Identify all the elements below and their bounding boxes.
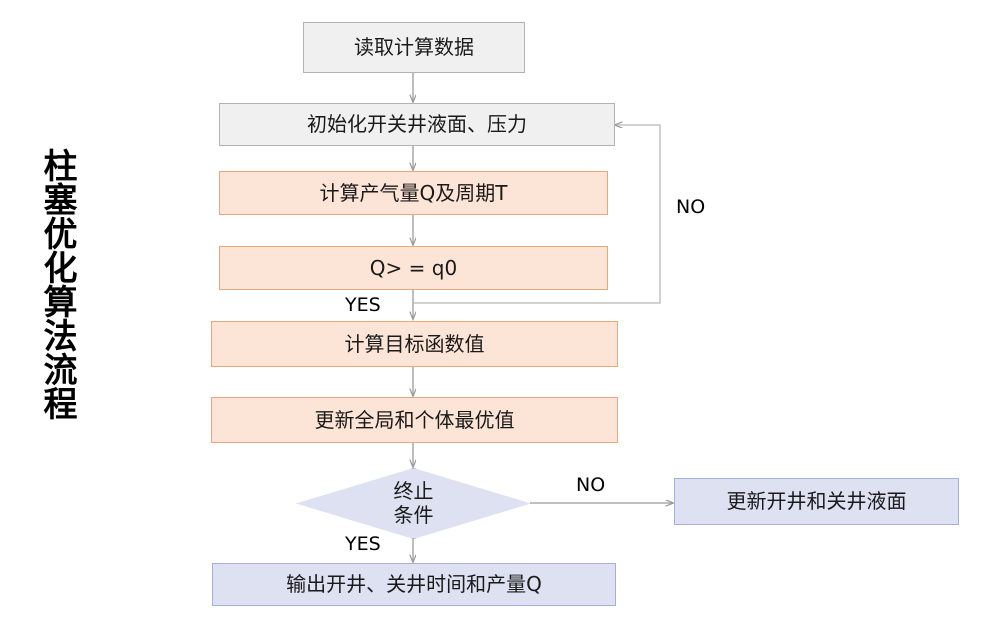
edge-label-condition-no: NO <box>676 196 706 218</box>
node-stop-condition[interactable]: 终止 条件 <box>296 468 531 539</box>
diamond-label-group: 终止 条件 <box>296 468 531 539</box>
edge-label-condition-yes: YES <box>345 294 381 316</box>
diagram-vertical-title: 柱塞优化算法流程 <box>37 148 77 420</box>
node-condition-q[interactable]: Q> = q0 <box>219 246 608 290</box>
edge-label-stop-no: NO <box>576 474 606 496</box>
stop-condition-line-1: 终止 <box>393 478 434 503</box>
node-init[interactable]: 初始化开关井液面、压力 <box>219 103 615 146</box>
node-calc-objective[interactable]: 计算目标函数值 <box>211 321 618 367</box>
node-calc-gas[interactable]: 计算产气量Q及周期T <box>219 171 608 215</box>
node-output[interactable]: 输出开井、关井时间和产量Q <box>212 563 616 606</box>
edge-label-stop-yes: YES <box>345 533 381 555</box>
node-update-best[interactable]: 更新全局和个体最优值 <box>211 397 618 443</box>
stop-condition-line-2: 条件 <box>393 502 434 527</box>
node-read-data[interactable]: 读取计算数据 <box>303 22 525 73</box>
node-update-levels[interactable]: 更新开井和关井液面 <box>674 478 959 525</box>
